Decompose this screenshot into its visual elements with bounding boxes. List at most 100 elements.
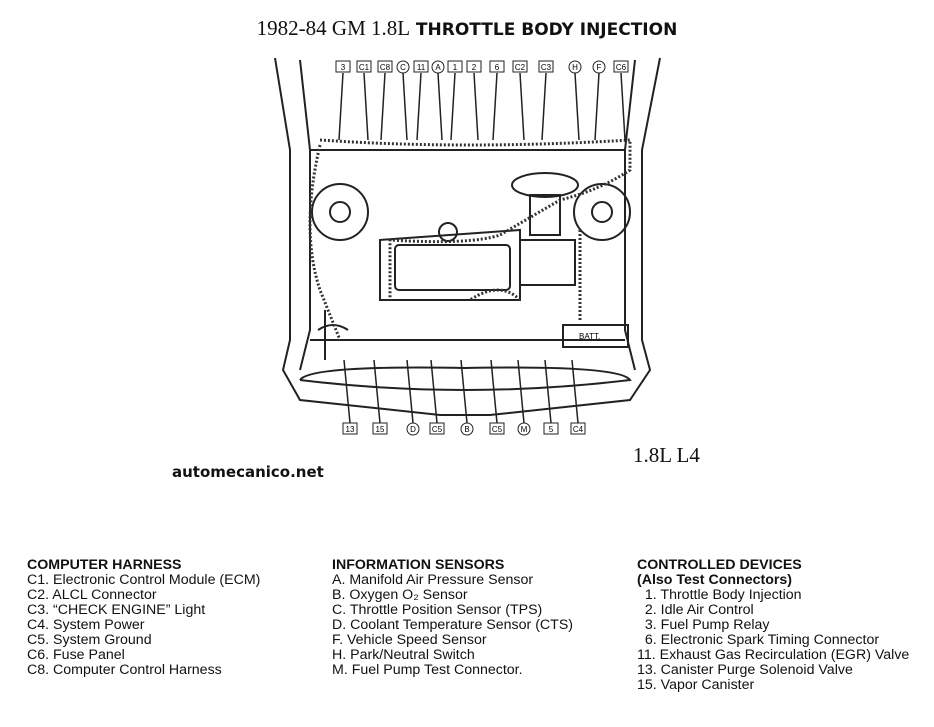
callout-label: H [572,63,578,72]
callout-marker [543,422,559,435]
callout-marker [592,60,606,74]
legend-item: B. Oxygen O₂ Sensor [332,587,468,603]
legend-item: 6. Electronic Spark Timing Connector [637,632,880,648]
bottom-callouts: 13 15 D C5 B C5 M 5 C4 [342,359,586,436]
callout-marker [429,422,445,435]
callout-marker [570,422,586,435]
callout-marker [372,422,388,435]
callout-leader [450,72,456,141]
legend-heading: INFORMATION SENSORS [332,557,505,573]
callout-label: C5 [492,425,503,434]
callout-label: C5 [432,425,443,434]
callout-label: C6 [616,63,627,72]
callout-leader [544,359,552,424]
callout-marker [377,60,393,73]
legend-item: C8. Computer Control Harness [27,662,222,678]
callout-leader [363,72,369,141]
callout-label: C [400,63,406,72]
callout-marker [356,60,372,73]
callout-marker [431,60,445,74]
callout-marker [489,60,505,73]
callout-leader [380,72,386,141]
legend-item: 13. Canister Purge Solenoid Valve [637,662,853,678]
wiring-harness [308,138,632,341]
legend-item: 15. Vapor Canister [637,677,755,693]
callout-label: C8 [380,63,391,72]
legend-item: H. Park/Neutral Switch [332,647,475,663]
callout-label: 5 [549,425,554,434]
callout-leader [490,359,498,424]
legend-heading: CONTROLLED DEVICES [637,557,802,573]
callout-label: M [521,425,528,434]
legend-item: 1. Throttle Body Injection [637,587,802,603]
callout-marker [335,60,351,73]
callout-marker [613,60,629,73]
legend-controlled-devices: CONTROLLED DEVICES (Also Test Connectors… [637,558,909,693]
callout-label: C2 [515,63,526,72]
callout-leader [517,359,525,424]
legend-item: 2. Idle Air Control [637,602,754,618]
callout-label: C1 [359,63,370,72]
callout-label: 6 [495,63,500,72]
legend-information-sensors: INFORMATION SENSORS A. Manifold Air Pres… [332,558,573,678]
callout-leader [402,72,408,141]
callout-marker [466,60,482,73]
callout-marker [413,60,429,73]
callout-label: 15 [376,425,385,434]
callout-leader [541,72,547,141]
callout-leader [620,72,626,141]
legend-computer-harness: COMPUTER HARNESS C1. Electronic Control … [27,558,260,678]
legend-subheading: (Also Test Connectors) [637,572,793,588]
callout-leader [343,359,351,424]
callout-marker [538,60,554,73]
legend-item: C3. “CHECK ENGINE” Light [27,602,206,618]
legend-item: M. Fuel Pump Test Connector. [332,662,523,678]
callout-leader [437,72,443,141]
callout-label: F [597,63,602,72]
callout-label: B [464,425,469,434]
callout-label: A [435,63,441,72]
callout-leader [571,359,579,424]
callout-marker [342,422,358,435]
callout-label: C4 [573,425,584,434]
callout-leader [416,72,422,141]
battery-label: BATT. [579,332,600,341]
callout-leader [373,359,381,424]
legend-item: C5. System Ground [27,632,152,648]
legend-item: D. Coolant Temperature Sensor (CTS) [332,617,574,633]
engine-label: 1.8L L4 [633,443,700,467]
legend-item: A. Manifold Air Pressure Sensor [332,572,534,588]
callout-label: 13 [346,425,355,434]
callout-leader [594,72,600,141]
callout-marker [447,60,463,73]
site-watermark: automecanico.net [172,463,324,481]
legend-item: 3. Fuel Pump Relay [637,617,770,633]
legend-item: F. Vehicle Speed Sensor [332,632,487,648]
callout-leader [492,72,498,141]
legend-item: C. Throttle Position Sensor (TPS) [332,602,543,618]
callout-marker [489,422,505,435]
callout-leader [430,359,438,424]
battery [562,324,629,348]
callout-marker [568,60,582,74]
legend-item: 11. Exhaust Gas Recirculation (EGR) Valv… [637,647,910,663]
callout-marker [517,422,531,436]
callout-leader [460,359,468,424]
legend-item: C6. Fuse Panel [27,647,125,663]
title-main: 1982-84 GM 1.8L [256,16,411,40]
callout-marker [512,60,528,73]
legend-item: C1. Electronic Control Module (ECM) [27,572,261,588]
callout-label: 3 [341,63,346,72]
callout-label: D [410,425,416,434]
diagram-title: 1982-84 GM 1.8L THROTTLE BODY INJECTION [0,16,934,41]
callout-marker [460,422,474,436]
callout-marker [406,422,420,436]
callout-label: 2 [472,63,477,72]
legend-item: C2. ALCL Connector [27,587,157,603]
callout-label: C3 [541,63,552,72]
callout-label: 1 [453,63,458,72]
callout-leader [406,359,414,424]
callout-marker [396,60,410,74]
callout-label: 11 [417,63,426,72]
